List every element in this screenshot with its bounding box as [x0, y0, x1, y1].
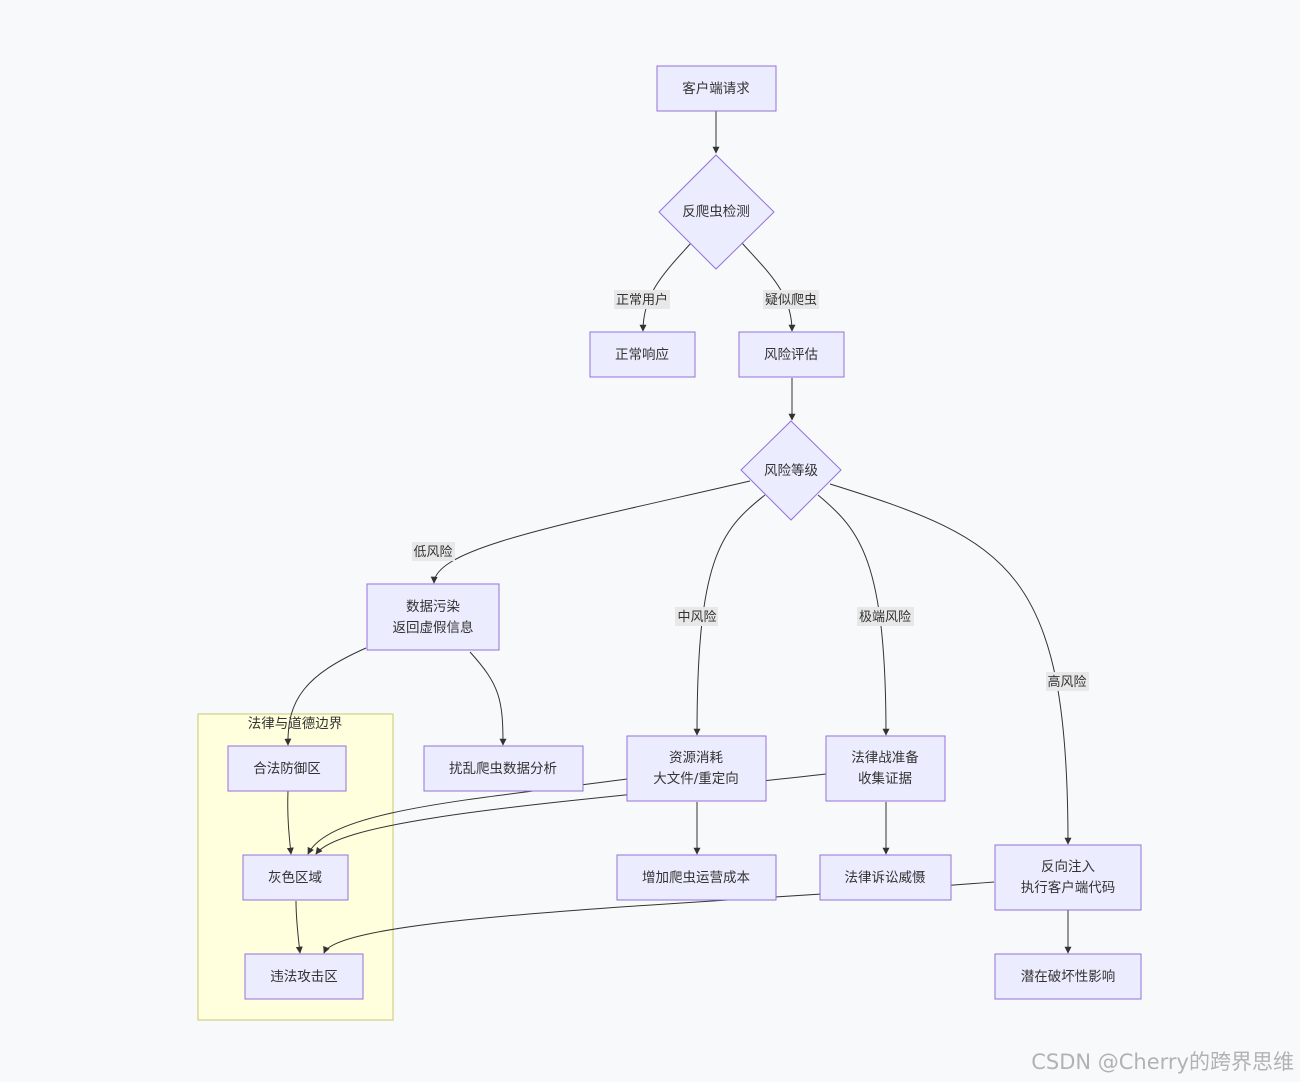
- node-disrupt-analysis: 扰乱爬虫数据分析: [423, 745, 584, 792]
- node-normal-response: 正常响应: [589, 331, 696, 378]
- node-legal-preparation: 法律战准备 收集证据: [825, 735, 946, 802]
- edge-detect-to-risk: [741, 242, 796, 332]
- svg-text:反爬虫检测: 反爬虫检测: [682, 204, 750, 220]
- svg-text:高风险: 高风险: [1047, 674, 1086, 690]
- node-gray-zone: 灰色区域: [242, 854, 349, 901]
- svg-text:数据污染: 数据污染: [406, 599, 460, 615]
- node-anti-crawler-detect: 反爬虫检测: [658, 154, 775, 270]
- node-potential-damage: 潜在破坏性影响: [994, 953, 1142, 1000]
- cluster-title: 法律与道德边界: [248, 716, 343, 732]
- node-risk-level: 风险等级: [740, 420, 842, 521]
- edge-legaldefense-to-gray: [286, 790, 294, 855]
- node-illegal-attack-zone: 违法攻击区: [244, 953, 364, 1000]
- edge-label-mid-risk: 中风险: [675, 607, 718, 626]
- node-increase-cost: 增加爬虫运营成本: [616, 854, 777, 901]
- svg-text:反向注入: 反向注入: [1041, 859, 1095, 875]
- edge-label-high-risk: 高风险: [1046, 672, 1089, 691]
- svg-text:法律诉讼威慑: 法律诉讼威慑: [845, 870, 926, 886]
- node-litigation-deterrence: 法律诉讼威慑: [819, 854, 952, 901]
- svg-text:违法攻击区: 违法攻击区: [270, 969, 338, 985]
- edge-pollution-to-legaldefense: [284, 647, 367, 746]
- svg-text:潜在破坏性影响: 潜在破坏性影响: [1021, 969, 1116, 985]
- svg-text:正常用户: 正常用户: [616, 292, 668, 308]
- svg-text:低风险: 低风险: [413, 545, 452, 560]
- svg-text:疑似爬虫: 疑似爬虫: [765, 292, 817, 308]
- svg-text:风险等级: 风险等级: [764, 462, 818, 479]
- node-risk-assessment: 风险评估: [738, 331, 845, 378]
- edge-label-extreme-risk: 极端风险: [857, 607, 914, 626]
- svg-text:返回虚假信息: 返回虚假信息: [393, 619, 474, 636]
- node-data-pollution: 数据污染 返回虚假信息: [366, 583, 500, 651]
- svg-text:中风险: 中风险: [677, 610, 716, 625]
- node-legal-defense-zone: 合法防御区: [227, 745, 347, 792]
- edge-label-suspected-crawler: 疑似爬虫: [763, 290, 819, 309]
- edge-pollution-to-disrupt: [469, 651, 507, 746]
- svg-text:灰色区域: 灰色区域: [268, 869, 322, 886]
- svg-text:执行客户端代码: 执行客户端代码: [1021, 879, 1116, 896]
- edge-detect-to-normal: [639, 242, 692, 332]
- svg-text:增加爬虫运营成本: 增加爬虫运营成本: [642, 870, 750, 886]
- svg-text:客户端请求: 客户端请求: [682, 80, 750, 97]
- node-client-request: 客户端请求: [656, 65, 777, 112]
- svg-text:收集证据: 收集证据: [858, 771, 912, 787]
- svg-text:极端风险: 极端风险: [859, 610, 911, 625]
- svg-text:资源消耗: 资源消耗: [669, 750, 723, 766]
- edge-gray-to-illegal: [295, 900, 303, 954]
- node-reverse-injection: 反向注入 执行客户端代码: [994, 844, 1142, 911]
- svg-text:法律战准备: 法律战准备: [851, 749, 919, 766]
- edge-label-low-risk: 低风险: [412, 542, 455, 561]
- node-resource-consumption: 资源消耗 大文件/重定向: [626, 735, 767, 802]
- svg-text:大文件/重定向: 大文件/重定向: [653, 771, 739, 787]
- svg-text:合法防御区: 合法防御区: [253, 761, 321, 777]
- edge-level-to-reverse: [829, 483, 1072, 845]
- svg-text:正常响应: 正常响应: [615, 346, 669, 363]
- edge-level-to-legalprep: [817, 494, 890, 736]
- edge-level-to-pollution: [430, 480, 751, 584]
- edge-label-normal-user: 正常用户: [614, 290, 670, 309]
- edge-level-to-resource: [693, 494, 766, 736]
- svg-text:扰乱爬虫数据分析: 扰乱爬虫数据分析: [449, 761, 557, 777]
- svg-text:风险评估: 风险评估: [764, 347, 818, 363]
- watermark: CSDN @Cherry的跨界思维: [1031, 1050, 1294, 1074]
